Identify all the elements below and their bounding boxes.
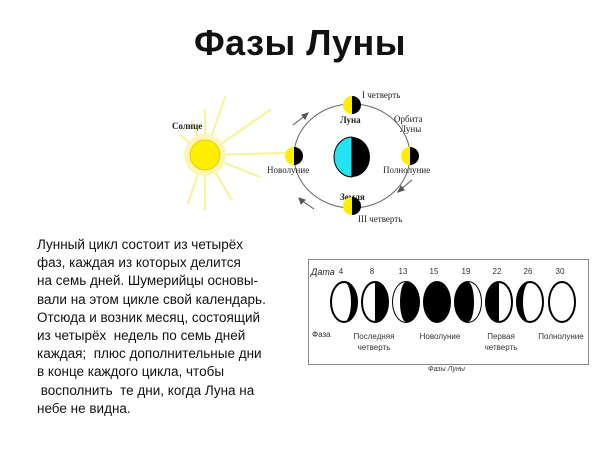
- description-line: из четырёх недель по семь дней: [37, 328, 246, 344]
- orbit-arrows: [292, 112, 413, 210]
- description-line: фаз, каждая из которых делится: [37, 255, 241, 271]
- description-line: восполнить те дни, когда Луна на: [37, 382, 255, 398]
- third-quarter-label: III четверть: [358, 214, 402, 224]
- earth-label: Земля: [340, 192, 365, 202]
- date-15: 15: [430, 267, 439, 276]
- table-caption: Фазы Луны: [428, 366, 465, 373]
- description-line: Отсюда и возник месяц, состоящий: [37, 309, 261, 325]
- sun-label: Солнце: [172, 121, 202, 131]
- description-line: вали на этом цикле свой календарь.: [37, 291, 266, 307]
- phase-table-graphic: Дата 4 8 13 15 19 22 26 30: [310, 267, 584, 352]
- phase-new-moon: Новолуние: [420, 332, 461, 341]
- first-quarter-label: I четверть: [362, 90, 400, 100]
- description-line: в конце каждого цикла, чтобы: [37, 364, 225, 380]
- phase-last-quarter-1: Последняя: [354, 332, 395, 341]
- description-line: небе не видна.: [37, 400, 131, 416]
- orbit-label-1: Орбита: [394, 114, 422, 124]
- orbit-diagram: Солнце Земля I четверть Луна Орбита Луны…: [172, 90, 430, 224]
- date-22: 22: [493, 267, 502, 276]
- date-8: 8: [370, 267, 375, 276]
- description-line: Лунный цикл состоит из четырёх: [37, 237, 244, 252]
- moon-full-moon-icon: [401, 147, 419, 165]
- date-26: 26: [524, 267, 533, 276]
- description-line: на семь дней. Шумерийцы основы-: [37, 273, 259, 289]
- moon-phase-13-icon: [392, 281, 420, 323]
- phase-full-moon: Полнолуние: [538, 332, 584, 341]
- moon-third-quarter-icon: [343, 197, 361, 215]
- full-moon-label: Полнолуние: [383, 165, 430, 175]
- new-moon-label: Новолуние: [267, 165, 309, 175]
- phase-label: Фаза: [312, 330, 331, 339]
- date-13: 13: [399, 267, 408, 276]
- moon-phase-26-icon: [516, 281, 544, 323]
- earth-icon: [333, 136, 370, 178]
- description-line: каждая; плюс дополнительные дни: [37, 346, 262, 362]
- phase-first-quarter-2: четверть: [485, 343, 518, 352]
- date-label: Дата: [310, 267, 335, 277]
- moon-new-moon-icon: [285, 147, 303, 165]
- moon-label: Луна: [340, 115, 361, 125]
- moon-first-quarter-icon: [343, 96, 361, 114]
- description-text: Лунный цикл состоит из четырёх фаз, кажд…: [37, 236, 297, 418]
- date-19: 19: [462, 267, 471, 276]
- moon-phase-15-icon: [423, 281, 451, 323]
- date-30: 30: [556, 267, 565, 276]
- sun-icon: [178, 95, 287, 212]
- moon-phase-4-icon: [330, 281, 358, 323]
- page-title: Фазы Луны: [193, 22, 407, 63]
- moon-phase-19-icon: [454, 281, 482, 323]
- moon-phase-22-icon: [485, 281, 513, 323]
- phase-last-quarter-2: четверть: [358, 343, 391, 352]
- date-4: 4: [339, 267, 344, 276]
- orbit-label-2: Луны: [400, 124, 421, 134]
- moon-phase-30-icon: [548, 281, 576, 323]
- phase-first-quarter-1: Первая: [487, 332, 515, 341]
- moon-phase-8-icon: [361, 281, 389, 323]
